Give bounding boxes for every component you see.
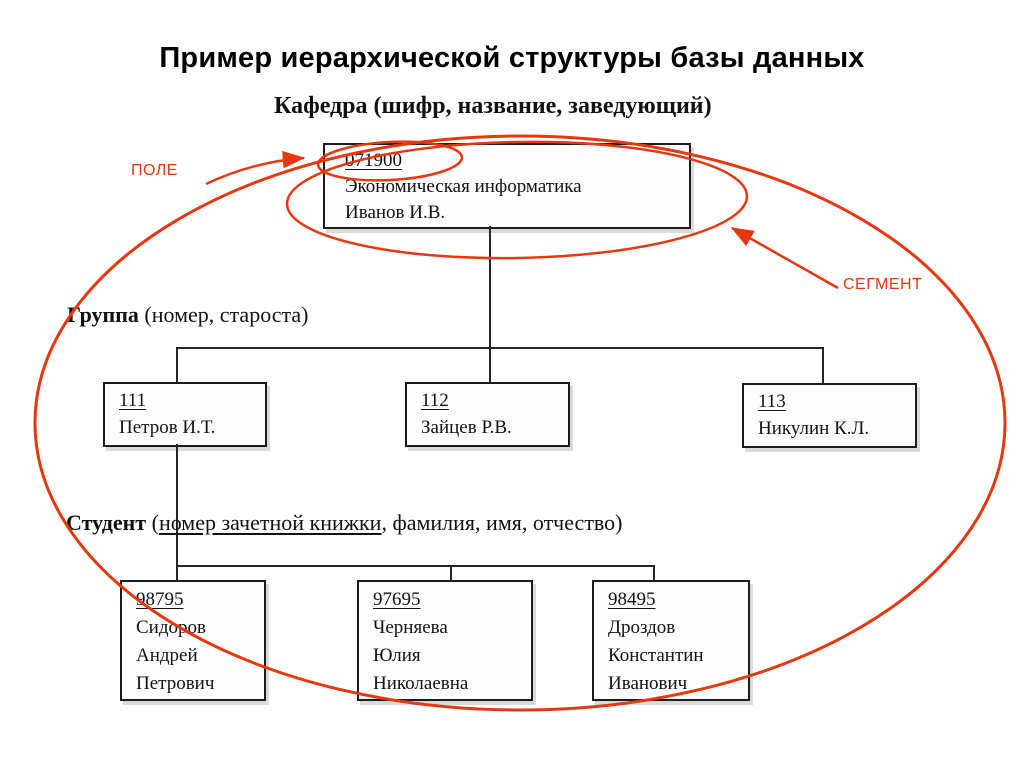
student-record-firstname: Константин [608, 645, 704, 666]
group-record-leader: Петров И.Т. [119, 417, 216, 438]
student-record-surname: Черняева [373, 617, 448, 638]
kafedra-record-name: Экономическая информатика [345, 176, 582, 197]
student-record-surname: Дроздов [608, 617, 676, 638]
connector-line [176, 444, 178, 565]
kafedra-record-box: 071900 Экономическая информатика Иванов … [323, 143, 691, 229]
student-header-attrs: , фамилия, имя, отчество) [381, 510, 623, 535]
group-record-code: 112 [421, 390, 449, 411]
student-record-patronymic: Николаевна [373, 673, 469, 694]
group-record-box: 113 Никулин К.Л. [742, 383, 917, 448]
group-record-leader: Зайцев Р.В. [421, 417, 512, 438]
student-record-box: 98495 Дроздов Константин Иванович [592, 580, 750, 701]
student-header-paren: ( [146, 510, 159, 535]
connector-line [653, 565, 655, 580]
group-record-code: 111 [119, 390, 147, 411]
connector-line [822, 347, 824, 383]
student-header: Студент (номер зачетной книжки, фамилия,… [66, 510, 623, 536]
group-record-leader: Никулин К.Л. [758, 418, 870, 439]
student-record-code: 98795 [136, 589, 184, 610]
student-record-firstname: Андрей [136, 645, 198, 666]
student-header-key: номер зачетной книжки [158, 510, 382, 535]
kafedra-header: Кафедра (шифр, название, заведующий) [274, 93, 712, 120]
student-record-patronymic: Иванович [608, 673, 688, 694]
student-record-surname: Сидоров [136, 617, 206, 638]
connector-line [176, 347, 178, 382]
student-header-label: Студент [66, 510, 147, 535]
group-record-box: 112 Зайцев Р.В. [405, 382, 570, 447]
student-record-firstname: Юлия [373, 645, 421, 666]
student-record-code: 97695 [373, 589, 421, 610]
student-record-patronymic: Петрович [136, 673, 215, 694]
slide-title: Пример иерархической структуры базы данн… [159, 42, 865, 74]
gruppa-header-label: Группа [67, 302, 139, 327]
kafedra-header-attrs: (шифр, название, заведующий) [367, 93, 712, 119]
kafedra-record-head: Иванов И.В. [345, 202, 446, 223]
group-record-box: 111 Петров И.Т. [103, 382, 267, 447]
connector-line [450, 565, 452, 580]
kafedra-header-label: Кафедра [274, 93, 368, 119]
segment-arrow [730, 226, 839, 290]
group-record-code: 113 [758, 391, 786, 412]
pole-label: ПОЛЕ [131, 162, 178, 179]
connector-line [489, 226, 491, 382]
student-record-box: 97695 Черняева Юлия Николаевна [357, 580, 533, 701]
pole-arrow [205, 150, 306, 186]
gruppa-header-attrs: (номер, староста) [138, 302, 309, 327]
segment-label: СЕГМЕНТ [843, 276, 923, 293]
gruppa-header: Группа (номер, староста) [67, 302, 309, 328]
student-record-code: 98495 [608, 589, 656, 610]
connector-line [176, 347, 824, 349]
connector-line [176, 565, 178, 580]
connector-line [176, 565, 655, 567]
kafedra-record-code: 071900 [345, 150, 402, 171]
student-record-box: 98795 Сидоров Андрей Петрович [120, 580, 266, 701]
